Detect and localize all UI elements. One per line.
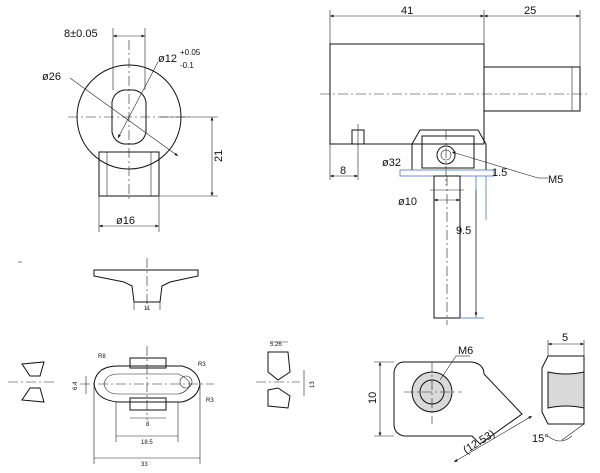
front-tol-plus: +0.05 xyxy=(180,48,201,57)
plate-profile xyxy=(93,269,199,303)
side-dim-length: 41 xyxy=(401,5,413,17)
front-dim-height: 21 xyxy=(213,150,225,162)
section-dim-height: 13 xyxy=(310,381,316,388)
front-tol-minus: -0.1 xyxy=(180,61,194,70)
nut-outline xyxy=(393,361,523,445)
side-dim-depth: 9.5 xyxy=(456,225,471,237)
hex-detail-view: 5 15° xyxy=(532,332,585,445)
side-dim-stem-dia: ø10 xyxy=(398,196,417,208)
side-dim-offset: 8 xyxy=(340,165,346,177)
cam-dim-overall: 33 xyxy=(141,462,148,468)
nut-dim-diagonal: (12.53) xyxy=(461,428,497,457)
nut-thread: M6 xyxy=(458,345,473,357)
side-dim-flange-dia: ø32 xyxy=(382,157,401,169)
side-dim-thickness: 1.5 xyxy=(492,167,507,179)
small-profile-lower xyxy=(21,387,45,403)
cam-radius-top-right: R3 xyxy=(198,362,206,368)
small-profile-upper xyxy=(21,361,45,377)
side-thread: M5 xyxy=(548,174,563,186)
hex-dim-angle: 15° xyxy=(532,433,549,445)
section-dim-top: 5.26 xyxy=(270,342,282,348)
cam-detail-view: R8 R3 R3 6.4 8 18.5 33 xyxy=(73,346,214,468)
cam-dim-inner: 18.5 xyxy=(141,440,153,446)
front-slot-shape xyxy=(111,89,147,145)
front-view: 8±0.05 ø12 +0.05 -0.1 ø26 21 ø16 xyxy=(42,28,225,232)
side-flange xyxy=(399,169,495,177)
section-detail-view: 5.26 13 xyxy=(256,341,316,409)
plate-view: 11 xyxy=(93,258,199,312)
nut-detail-view: M6 10 (12.53) xyxy=(367,345,533,463)
section-upper xyxy=(267,351,291,381)
section-lower xyxy=(267,387,291,409)
front-dim-outer-dia: ø26 xyxy=(42,71,61,83)
hex-dim-width: 5 xyxy=(562,332,568,344)
side-dim-shaft: 25 xyxy=(524,5,536,17)
side-thread-hole xyxy=(436,145,456,165)
front-dim-body-dia: ø16 xyxy=(116,215,135,227)
cam-radius-left: R8 xyxy=(98,354,106,360)
side-view: 41 25 8 ø32 1.5 M5 ø10 9.5 xyxy=(320,5,590,325)
cam-radius-bottom-right: R3 xyxy=(206,398,214,404)
plate-dim-width: 11 xyxy=(144,306,151,312)
small-profile-view xyxy=(8,361,56,403)
front-dia12-leader xyxy=(117,61,159,139)
front-dim-slot: 8±0.05 xyxy=(64,28,98,40)
cam-dim-slot: 8 xyxy=(146,422,150,428)
front-dim-hole-dia: ø12 xyxy=(158,53,177,65)
front-dia26-leader xyxy=(69,77,179,157)
nut-dim-height: 10 xyxy=(367,392,379,404)
side-shaft xyxy=(483,66,581,112)
cam-dim-height: 6.4 xyxy=(73,381,79,390)
